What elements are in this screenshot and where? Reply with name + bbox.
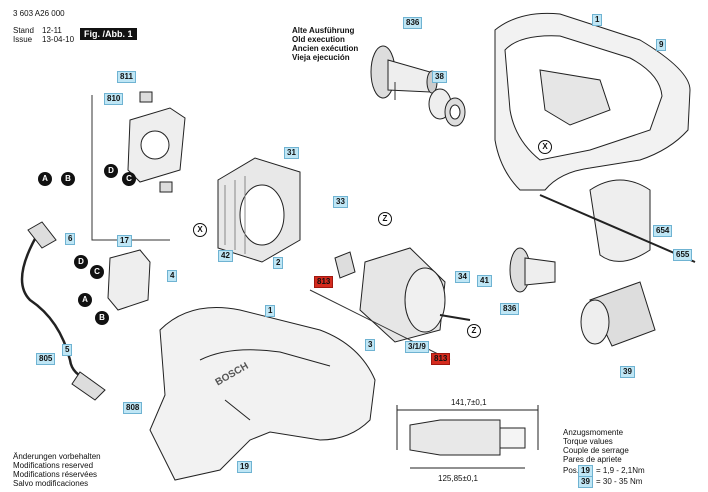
part-654: 654 bbox=[653, 225, 673, 237]
marker-x: X bbox=[193, 223, 207, 237]
part-33: 33 bbox=[333, 196, 348, 208]
switch-4 bbox=[107, 249, 151, 311]
part-811: 811 bbox=[117, 71, 136, 83]
torque-title-line: Anzugsmomente bbox=[563, 428, 624, 437]
torque-values-block: Anzugsmomente Torque values Couple de se… bbox=[563, 428, 629, 464]
torque-title-line: Torque values bbox=[563, 437, 613, 446]
old-execution-line: Alte Ausführung bbox=[292, 26, 355, 35]
marker-b: B bbox=[61, 172, 75, 186]
dimension-top: 141,7±0,1 bbox=[451, 398, 487, 407]
part-836-top: 836 bbox=[403, 17, 423, 29]
issue-label: Issue bbox=[13, 35, 33, 44]
gear-836-bottom bbox=[509, 247, 556, 293]
part-17: 17 bbox=[117, 235, 132, 247]
old-execution-line: Vieja ejecución bbox=[292, 53, 350, 62]
marker-b: B bbox=[95, 311, 109, 325]
old-execution-line: Old execution bbox=[292, 35, 345, 44]
marker-c: C bbox=[122, 172, 136, 186]
old-execution-line: Ancien exécution bbox=[292, 44, 359, 53]
gear-836-top bbox=[370, 45, 438, 99]
marker-c: C bbox=[90, 265, 104, 279]
figure-label: Fig. /Abb. 1 bbox=[80, 28, 137, 40]
torque-value-19: = 1,9 - 2,1Nm bbox=[596, 466, 645, 475]
old-execution-note: Alte Ausführung Old execution Ancien exé… bbox=[292, 26, 358, 62]
aux-handle-654 bbox=[539, 179, 696, 263]
modifications-line: Änderungen vorbehalten bbox=[13, 452, 101, 461]
part-5: 5 bbox=[62, 344, 73, 356]
part-805: 805 bbox=[36, 353, 56, 365]
part-2: 2 bbox=[273, 257, 284, 269]
part-836-bottom: 836 bbox=[500, 303, 520, 315]
marker-d: D bbox=[74, 255, 88, 269]
modifications-line: Modifications réservées bbox=[13, 470, 98, 479]
marker-x: X bbox=[538, 140, 552, 154]
torque-value-39: = 30 - 35 Nm bbox=[596, 477, 643, 486]
part-31: 31 bbox=[284, 147, 299, 159]
stand-value: 12-11 bbox=[42, 26, 62, 35]
part-1-housing: 1 bbox=[592, 14, 603, 26]
part-38: 38 bbox=[432, 71, 447, 83]
field-coil-2 bbox=[217, 157, 301, 263]
drawing-number: 3 603 A26 000 bbox=[13, 9, 65, 18]
modifications-line: Salvo modificaciones bbox=[13, 479, 89, 488]
part-655: 655 bbox=[673, 249, 693, 261]
part-808: 808 bbox=[123, 402, 143, 414]
part-813-right: 813 bbox=[431, 353, 451, 365]
power-cord-5 bbox=[20, 229, 91, 382]
brush-holder-811 bbox=[127, 91, 186, 193]
part-3-1-9: 3/1/9 bbox=[405, 341, 429, 353]
part-34: 34 bbox=[455, 271, 470, 283]
part-19: 19 bbox=[237, 461, 252, 473]
chuck-39 bbox=[580, 281, 656, 347]
dimension-bottom: 125,85±0,1 bbox=[438, 474, 478, 483]
marker-a: A bbox=[78, 293, 92, 307]
modifications-line: Modifications reserved bbox=[13, 461, 94, 470]
stand-label: Stand bbox=[13, 26, 34, 35]
armature-3 bbox=[334, 247, 471, 343]
torque-title-line: Pares de apriete bbox=[563, 455, 622, 464]
part-42: 42 bbox=[218, 250, 233, 262]
part-39: 39 bbox=[620, 366, 635, 378]
part-4: 4 bbox=[167, 270, 178, 282]
modifications-note: Änderungen vorbehalten Modifications res… bbox=[13, 452, 101, 488]
part-3: 3 bbox=[365, 339, 376, 351]
torque-pos-39: 39 bbox=[578, 476, 593, 488]
marker-d: D bbox=[104, 164, 118, 178]
drill-housing-bottom bbox=[149, 307, 376, 481]
issue-value: 13-04-10 bbox=[42, 35, 75, 44]
part-41: 41 bbox=[477, 275, 492, 287]
armature-dimension-drawing bbox=[396, 405, 539, 469]
marker-a: A bbox=[38, 172, 52, 186]
part-813-left: 813 bbox=[314, 276, 334, 288]
part-6: 6 bbox=[65, 233, 76, 245]
part-9: 9 bbox=[656, 39, 667, 51]
part-810: 810 bbox=[104, 93, 124, 105]
torque-title-line: Couple de serrage bbox=[563, 446, 629, 455]
marker-z: Z bbox=[467, 324, 481, 338]
part-1-drill: 1 bbox=[265, 305, 276, 317]
bearing-38 bbox=[428, 88, 466, 127]
marker-z: Z bbox=[378, 212, 392, 226]
torque-pos-label: Pos. bbox=[563, 466, 580, 475]
